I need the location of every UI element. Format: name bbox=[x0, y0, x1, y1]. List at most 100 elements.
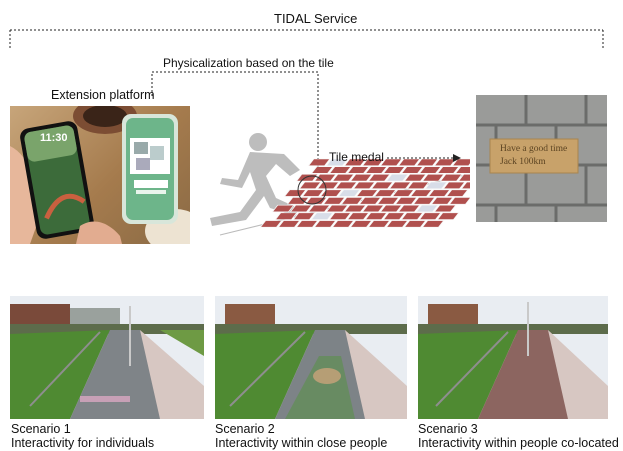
tile bbox=[307, 158, 331, 166]
extension-platform-label: Extension platform bbox=[51, 88, 155, 102]
tile bbox=[436, 212, 460, 220]
scenario-1-scene bbox=[10, 296, 204, 419]
tile bbox=[376, 197, 400, 205]
tile bbox=[316, 181, 340, 189]
tile bbox=[454, 166, 470, 174]
tile bbox=[313, 220, 337, 228]
tile bbox=[340, 197, 364, 205]
tile bbox=[307, 204, 331, 213]
scenario-2-photo bbox=[215, 296, 407, 419]
scenario-3-scene bbox=[418, 296, 608, 419]
tile bbox=[406, 181, 430, 189]
tile bbox=[310, 166, 334, 174]
tile bbox=[298, 181, 322, 189]
tile bbox=[319, 189, 343, 197]
tile bbox=[277, 220, 301, 228]
tile bbox=[415, 158, 439, 166]
tile bbox=[421, 220, 445, 228]
tile bbox=[343, 158, 367, 166]
scenario-2-scene bbox=[215, 296, 407, 419]
medal-text-line1: Have a good time bbox=[500, 144, 568, 154]
extension-platform-photo: 11:30 bbox=[10, 106, 190, 244]
tile bbox=[451, 158, 470, 166]
tile bbox=[385, 220, 409, 228]
tile bbox=[355, 189, 379, 197]
tile bbox=[334, 181, 358, 189]
tile bbox=[283, 189, 307, 197]
tile bbox=[388, 181, 412, 189]
tile-medal-photo: Have a good time Jack 100km bbox=[476, 95, 607, 222]
tile bbox=[433, 158, 457, 166]
tile bbox=[322, 197, 346, 205]
tile bbox=[457, 174, 470, 182]
tile bbox=[367, 174, 391, 182]
tile bbox=[346, 212, 370, 220]
tile bbox=[274, 212, 298, 220]
service-bracket bbox=[9, 29, 604, 50]
tile bbox=[418, 212, 442, 220]
tile bbox=[391, 189, 415, 197]
tile bbox=[373, 189, 397, 197]
tile bbox=[403, 220, 427, 228]
tile-medal-arrow bbox=[387, 154, 461, 162]
tile bbox=[289, 204, 313, 213]
scenario-3-photo bbox=[418, 296, 608, 419]
tile bbox=[328, 212, 352, 220]
tile bbox=[427, 189, 451, 197]
tile bbox=[397, 158, 421, 166]
scenario-3-description: Interactivity within people co-located bbox=[418, 436, 619, 450]
tile bbox=[445, 189, 469, 197]
tile-grid bbox=[259, 158, 470, 228]
tile bbox=[379, 158, 403, 166]
tile bbox=[421, 174, 445, 182]
tile bbox=[397, 204, 421, 213]
tile bbox=[361, 158, 385, 166]
scenario-3-title: Scenario 3 bbox=[418, 422, 478, 436]
scenario-1-title: Scenario 1 bbox=[11, 422, 71, 436]
tile bbox=[259, 220, 283, 228]
tile bbox=[415, 204, 439, 213]
phone-time: 11:30 bbox=[40, 132, 68, 144]
tile bbox=[367, 220, 391, 228]
tile bbox=[331, 174, 355, 182]
physicalization-label: Physicalization based on the tile bbox=[163, 56, 334, 70]
tile bbox=[430, 197, 454, 205]
scenario-2-description: Interactivity within close people bbox=[215, 436, 388, 450]
tile bbox=[331, 220, 355, 228]
tile bbox=[400, 166, 424, 174]
tile bbox=[385, 174, 409, 182]
tile bbox=[448, 197, 470, 205]
tile bbox=[400, 212, 424, 220]
tile bbox=[343, 204, 367, 213]
tile bbox=[361, 204, 385, 213]
tile bbox=[352, 181, 376, 189]
tile bbox=[439, 174, 463, 182]
tile bbox=[418, 166, 442, 174]
tile bbox=[325, 204, 349, 213]
tile bbox=[433, 204, 457, 213]
tile bbox=[295, 174, 319, 182]
scenario-1-description: Interactivity for individuals bbox=[11, 436, 155, 450]
tile bbox=[460, 181, 470, 189]
tile bbox=[442, 181, 466, 189]
tile bbox=[370, 181, 394, 189]
tile bbox=[337, 189, 361, 197]
runner-tile-illustration bbox=[210, 133, 470, 236]
tile bbox=[295, 220, 319, 228]
service-label: TIDAL Service bbox=[270, 11, 362, 26]
tile bbox=[424, 181, 448, 189]
tile bbox=[301, 189, 325, 197]
scenario-1-photo bbox=[10, 296, 204, 419]
tile bbox=[364, 212, 388, 220]
tile bbox=[325, 158, 349, 166]
tile bbox=[436, 166, 460, 174]
tile bbox=[379, 204, 403, 213]
tile bbox=[358, 197, 382, 205]
tile bbox=[271, 204, 295, 213]
tile bbox=[412, 197, 436, 205]
tile bbox=[286, 197, 310, 205]
tile bbox=[382, 166, 406, 174]
tile bbox=[349, 174, 373, 182]
tile bbox=[382, 212, 406, 220]
tile bbox=[328, 166, 352, 174]
